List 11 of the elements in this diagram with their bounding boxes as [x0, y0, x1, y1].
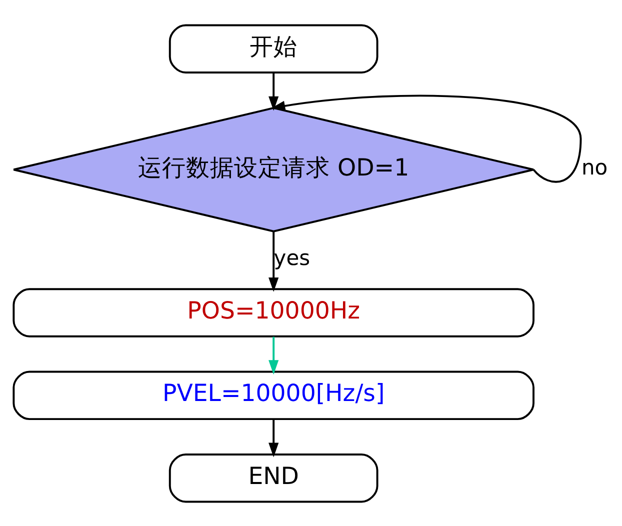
arrow	[268, 231, 279, 292]
edge-label: yes	[274, 246, 310, 270]
arrow	[268, 336, 279, 374]
edge-label: no	[581, 155, 608, 180]
node-box: 开始	[168, 24, 378, 73]
arrow	[268, 418, 279, 457]
node-box: POS=10000Hz	[12, 288, 534, 337]
node-box: END	[168, 453, 378, 502]
arrow	[268, 72, 279, 110]
node-box: PVEL=10000[Hz/s]	[12, 370, 534, 420]
node-diamond: 运行数据设定请求 OD=1	[12, 106, 534, 232]
